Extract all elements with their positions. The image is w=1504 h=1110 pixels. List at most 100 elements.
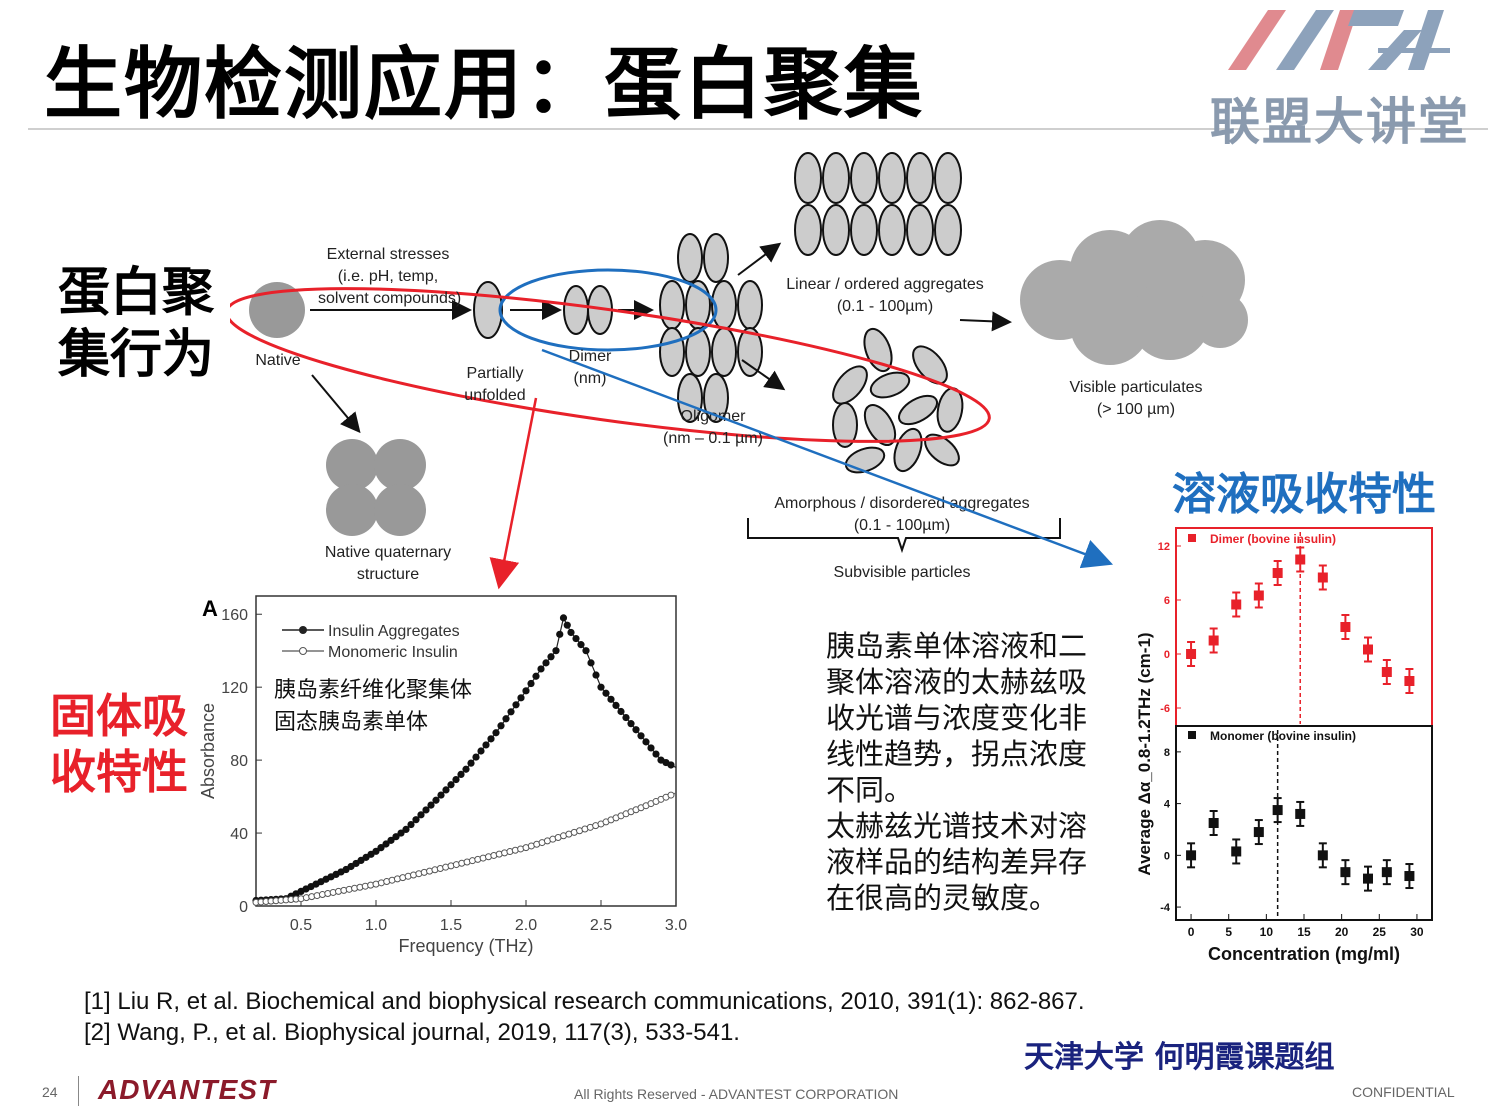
aggregates-point: [512, 701, 520, 709]
monomer-point: [1231, 846, 1242, 857]
aggregates-point: [532, 672, 540, 680]
aggregates-point: [632, 726, 640, 734]
dimer-y-tick-label: 0: [1164, 649, 1170, 661]
monomer-series-label: Monomer (bovine insulin): [1210, 729, 1356, 743]
aggregates-point: [522, 687, 530, 695]
concentration-x-tick-label: 0: [1188, 925, 1195, 939]
aggregates-point: [427, 801, 435, 809]
monomer-point: [1272, 805, 1283, 816]
aggregates-line: [255, 616, 677, 902]
aggregates-point: [447, 781, 455, 789]
native-quaternary-structure: [326, 439, 426, 536]
aggregates-point: [397, 829, 405, 837]
aggregates-point: [577, 641, 585, 649]
x-tick-label: 2.5: [590, 917, 612, 934]
reference-1: [1] Liu R, et al. Biochemical and biophy…: [84, 988, 1085, 1015]
native-label: Native: [255, 352, 301, 369]
aggregates-point: [559, 614, 568, 622]
chart-annotation-1: 胰岛素纤维化聚集体: [274, 677, 472, 702]
x-tick-label: 2.0: [515, 917, 537, 934]
aggregates-point: [537, 665, 545, 673]
monomer-y-tick-label: 8: [1164, 747, 1170, 759]
x-axis-label: Frequency (THz): [398, 936, 533, 956]
native-protein: [249, 282, 305, 338]
monomer-point: [1381, 867, 1392, 878]
aggregates-point: [627, 720, 635, 728]
aggregates-point: [472, 753, 480, 761]
aggregates-point: [542, 659, 550, 667]
oligomer-protein: [659, 233, 763, 423]
dimer-point: [1272, 568, 1283, 578]
aggregation-diagram: [230, 152, 1248, 554]
aggregates-point: [582, 647, 590, 655]
concentration-x-tick-label: 10: [1260, 925, 1274, 939]
dimer-point: [1363, 644, 1373, 655]
aggregates-point: [477, 747, 485, 755]
dimer-series-label: Dimer (bovine insulin): [1210, 532, 1336, 546]
aggregates-point: [402, 825, 410, 834]
y-axis-label: Absorbance: [198, 703, 218, 799]
dimer-y-tick-label: -6: [1160, 703, 1170, 715]
aggregates-point: [467, 759, 475, 767]
y-tick-label: 40: [230, 826, 248, 843]
page-title: 生物检测应用：蛋白聚集: [44, 40, 925, 130]
concentration-x-tick-label: 15: [1297, 925, 1311, 939]
monomer-point: [1404, 871, 1415, 882]
dimer-point: [1317, 572, 1328, 583]
aggregates-point: [502, 715, 510, 723]
aggregates-point: [382, 840, 390, 848]
amorphous-aggregates-label: Amorphous / disordered aggregates(0.1 - …: [774, 495, 1030, 534]
dimer-y-tick-label: 6: [1164, 595, 1170, 607]
aggregates-point: [563, 621, 571, 629]
aggregates-point: [457, 770, 465, 779]
rights-text: All Rights Reserved - ADVANTEST CORPORAT…: [574, 1086, 899, 1102]
average-alpha-axis-label: Average Δα_0.8-1.2THz (cm-1): [1135, 632, 1154, 875]
aggregates-point: [647, 744, 655, 752]
concentration-chart: Dimer (bovine insulin) Monomer (bovine i…: [1135, 527, 1433, 964]
aggregates-point: [432, 796, 440, 804]
dimer-point: [1208, 635, 1219, 646]
monomer-y-tick-label: -4: [1160, 902, 1171, 914]
aggregates-point: [442, 786, 450, 794]
linear-aggregates-label: Linear / ordered aggregates(0.1 - 100µm): [786, 276, 984, 315]
monomeric-point: [667, 791, 675, 799]
legend-monomeric: Monomeric Insulin: [328, 644, 458, 661]
chart-annotation-2: 固态胰岛素单体: [274, 709, 428, 734]
aggregates-point: [372, 847, 380, 855]
page-number: 24: [42, 1084, 58, 1100]
visible-particulates-label: Visible particulates(> 100 µm): [1069, 379, 1203, 418]
aggregates-point: [552, 647, 560, 655]
aggregation-label: 蛋白聚 集行为: [58, 263, 215, 385]
x-tick-label: 0.5: [290, 917, 312, 934]
aggregates-point: [567, 628, 575, 637]
aggregates-point: [407, 820, 415, 829]
aggregates-point: [507, 708, 515, 716]
reference-2: [2] Wang, P., et al. Biophysical journal…: [84, 1019, 740, 1046]
dimer-point: [1253, 590, 1264, 601]
concentration-x-tick-label: 25: [1373, 925, 1387, 939]
aggregates-point: [612, 701, 620, 710]
panel-label: A: [202, 596, 218, 621]
concentration-x-tick-label: 30: [1410, 925, 1424, 939]
external-stresses-label: External stresses(i.e. pH, temp,solvent …: [318, 246, 462, 307]
aggregates-point: [452, 775, 460, 784]
aggregates-point: [556, 630, 564, 638]
aggregates-point: [487, 735, 495, 743]
aggregates-point: [462, 765, 470, 773]
y-tick-label: 80: [230, 753, 248, 770]
linear-aggregate: [794, 152, 962, 256]
subvisible-label: Subvisible particles: [833, 564, 971, 581]
aggregates-point: [642, 738, 650, 746]
x-tick-label: 3.0: [665, 917, 687, 934]
legend-aggregates: Insulin Aggregates: [328, 623, 460, 640]
dimer-label: Dimer(nm): [568, 348, 612, 387]
x-tick-label: 1.0: [365, 917, 387, 934]
alliance-logo-icon: [1228, 10, 1450, 70]
dimer-point: [1340, 622, 1351, 632]
aggregates-point: [637, 732, 645, 740]
aggregates-point: [652, 750, 660, 758]
partially-unfolded-protein: [473, 281, 503, 339]
x-tick-label: 1.5: [440, 917, 462, 934]
